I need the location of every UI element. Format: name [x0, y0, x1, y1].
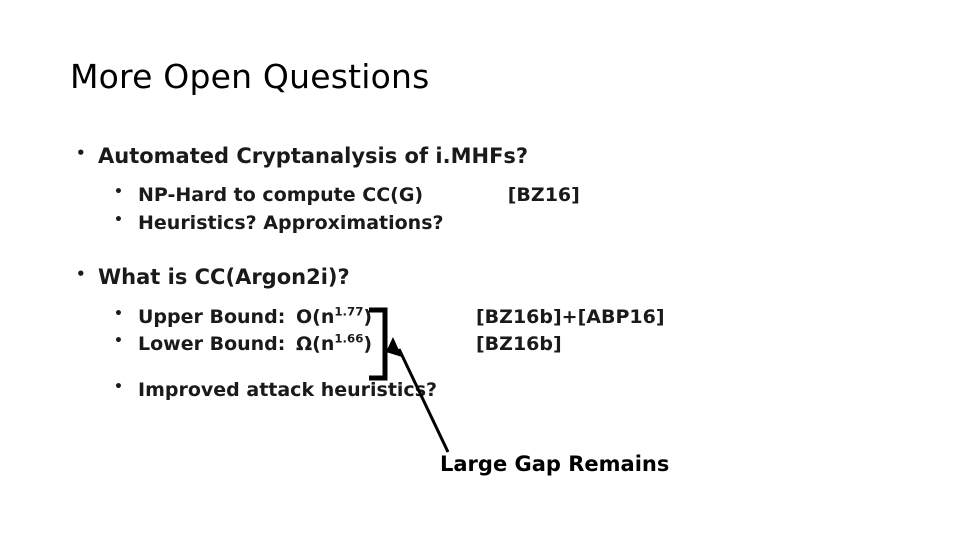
citation-ref: [BZ16b]	[476, 333, 562, 356]
sub-bullet-improved-attack-heuristics: • Improved attack heuristics?	[70, 377, 900, 405]
bullet-item-what-is-cc-argon2i: • What is CC(Argon2i)?	[70, 263, 900, 291]
slide-body: • Automated Cryptanalysis of i.MHFs? • N…	[70, 142, 900, 404]
bound-value: Ω(n1.66)	[296, 331, 476, 359]
bullet-glyph: •	[114, 184, 123, 201]
bullet-glyph: •	[114, 211, 123, 228]
spacer	[70, 237, 900, 263]
bullet-glyph: •	[114, 333, 123, 350]
bound-label: Lower Bound:	[138, 333, 286, 356]
bullet-text: Automated Cryptanalysis of i.MHFs?	[98, 144, 529, 168]
bound-value-prefix: Ω(n	[296, 333, 335, 356]
bullet-glyph: •	[76, 144, 86, 162]
bullet-glyph: •	[114, 378, 123, 395]
callout-annotation-text: Large Gap Remains	[440, 452, 670, 476]
sub-bullet-text: Heuristics? Approximations?	[138, 211, 444, 234]
sub-bullet-lower-bound: • Lower Bound:Ω(n1.66)[BZ16b]	[70, 331, 900, 359]
sub-bullet-upper-bound: • Upper Bound:O(n1.77)[BZ16b]+[ABP16]	[70, 304, 900, 332]
bullet-text: What is CC(Argon2i)?	[98, 265, 350, 290]
sub-bullet-text: NP-Hard to compute CC(G)	[138, 184, 424, 207]
bound-value: O(n1.77)	[296, 304, 476, 332]
citation-ref: [BZ16]	[507, 184, 580, 207]
bound-value-prefix: O(n	[296, 305, 335, 328]
spacer	[70, 294, 900, 304]
bullet-glyph: •	[114, 305, 123, 322]
page-title: More Open Questions	[70, 57, 430, 96]
sub-bullet-np-hard: • NP-Hard to compute CC(G) [BZ16]	[70, 182, 900, 210]
bullet-glyph: •	[76, 265, 86, 284]
spacer	[70, 359, 900, 377]
spacer	[70, 172, 900, 182]
bound-value-exponent: 1.77	[334, 304, 364, 319]
bound-value-suffix: )	[363, 333, 373, 356]
bound-label: Upper Bound:	[138, 305, 286, 328]
citation-ref: [BZ16b]+[ABP16]	[476, 305, 665, 328]
sub-bullet-text: Improved attack heuristics?	[138, 378, 438, 401]
bullet-item-automated-cryptanalysis: • Automated Cryptanalysis of i.MHFs?	[70, 142, 900, 170]
bound-value-suffix: )	[363, 305, 373, 328]
sub-bullet-heuristics: • Heuristics? Approximations?	[70, 210, 900, 238]
bound-value-exponent: 1.66	[334, 332, 364, 346]
